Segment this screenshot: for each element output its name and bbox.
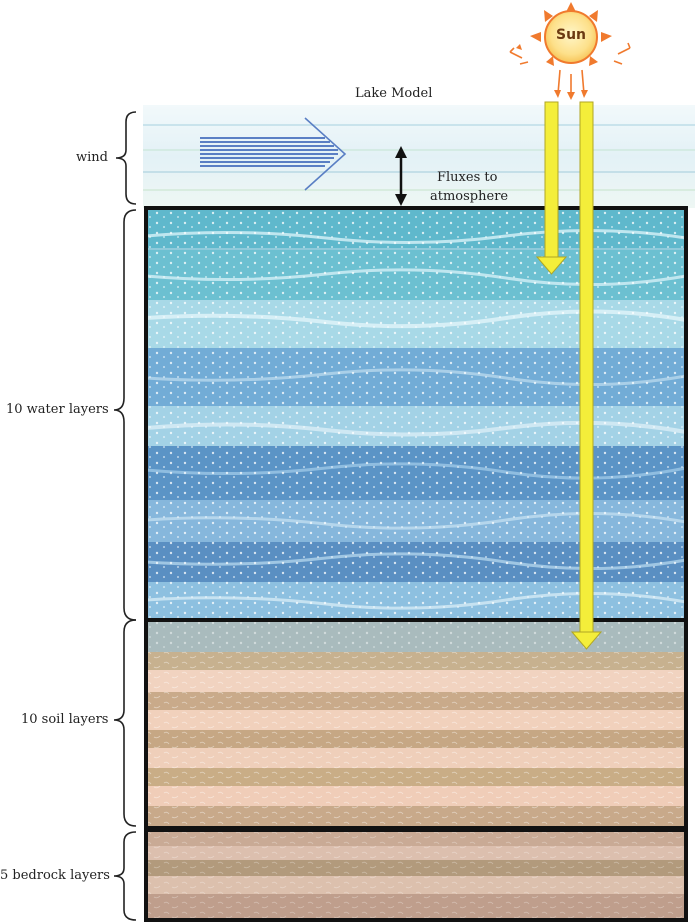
brace-soil bbox=[113, 619, 137, 827]
fluxes-label-line2: atmosphere bbox=[430, 189, 509, 204]
light-beam-long bbox=[570, 101, 603, 650]
bedrock-layers-label: 5 bedrock layers bbox=[0, 868, 110, 883]
soil-layers-label: 10 soil layers bbox=[21, 712, 109, 727]
water-layers-label: 10 water layers bbox=[6, 402, 109, 417]
brace-bedrock bbox=[113, 831, 137, 921]
brace-water bbox=[113, 209, 137, 621]
brace-wind bbox=[115, 111, 137, 205]
fluxes-arrow bbox=[395, 146, 407, 206]
soil-section bbox=[146, 620, 686, 828]
wind-arrow bbox=[200, 117, 347, 191]
bedrock-section bbox=[146, 830, 686, 920]
water-section bbox=[145, 208, 687, 620]
atmosphere-band bbox=[143, 105, 695, 208]
sun-label: Sun bbox=[556, 27, 587, 43]
wind-label: wind bbox=[76, 150, 108, 165]
bedrock-border bbox=[144, 828, 688, 922]
sun-icon bbox=[509, 2, 631, 100]
fluxes-label-line1: Fluxes to bbox=[437, 170, 498, 185]
light-beam-short bbox=[535, 101, 568, 275]
diagram-title: Lake Model bbox=[355, 86, 433, 101]
